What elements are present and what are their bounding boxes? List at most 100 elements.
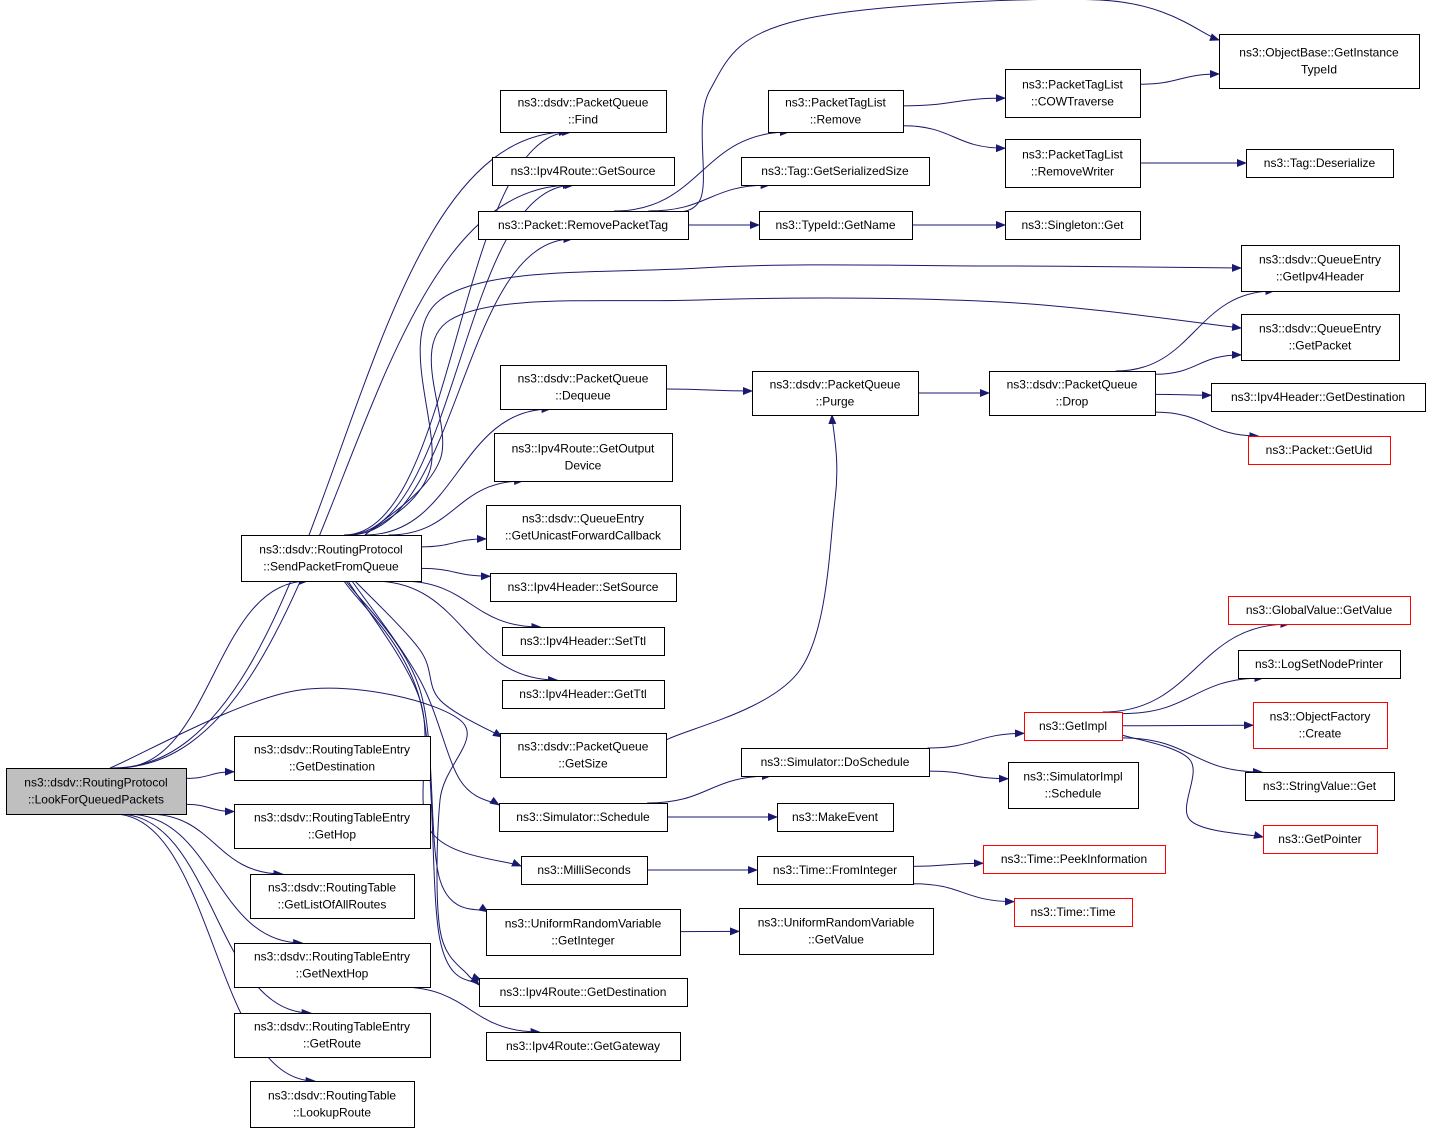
node-label: ::GetUnicastForwardCallback	[505, 529, 662, 543]
node-timePeekInfo[interactable]: ns3::Time::PeekInformation	[983, 845, 1166, 874]
node-qeGetPacket[interactable]: ns3::dsdv::QueueEntry::GetPacket	[1241, 314, 1400, 361]
node-makeEvent[interactable]: ns3::MakeEvent	[777, 803, 894, 832]
node-box	[234, 943, 431, 988]
node-box	[500, 365, 667, 410]
node-box	[6, 768, 187, 815]
node-box	[1228, 596, 1411, 625]
node-ptlRemoveWriter[interactable]: ns3::PacketTagList::RemoveWriter	[1005, 139, 1141, 188]
node-ipv4GetGateway[interactable]: ns3::Ipv4Route::GetGateway	[486, 1032, 681, 1061]
edge-root-to-rtGetListOfAllRoutes	[147, 813, 284, 878]
node-logSetNodePrinter[interactable]: ns3::LogSetNodePrinter	[1238, 650, 1401, 679]
node-label: ns3::Ipv4Route::GetDestination	[500, 985, 667, 999]
node-globalValueGetValue[interactable]: ns3::GlobalValue::GetValue	[1228, 596, 1411, 625]
node-packetGetUid[interactable]: ns3::Packet::GetUid	[1248, 436, 1391, 465]
edge-spfq-to-qeGetPacket	[364, 297, 1242, 536]
node-root[interactable]: ns3::dsdv::RoutingProtocol::LookForQueue…	[6, 768, 187, 815]
node-box	[500, 90, 667, 133]
edge-spfq-to-removePacketTag	[348, 235, 574, 536]
node-urvGetInteger[interactable]: ns3::UniformRandomVariable::GetInteger	[486, 909, 681, 956]
edge-root-to-rtLookupRoute	[113, 813, 316, 1085]
node-rteGetRoute[interactable]: ns3::dsdv::RoutingTableEntry::GetRoute	[234, 1013, 431, 1058]
edge-pqGetSize-to-pqPurge	[665, 414, 838, 741]
node-label: ::SendPacketFromQueue	[263, 560, 399, 574]
node-box	[486, 1032, 681, 1061]
node-label: ns3::Packet::GetUid	[1266, 443, 1373, 457]
node-pqDequeue[interactable]: ns3::dsdv::PacketQueue::Dequeue	[500, 365, 667, 410]
node-rteGetDestination[interactable]: ns3::dsdv::RoutingTableEntry::GetDestina…	[234, 736, 431, 781]
edge-simSchedule-to-simDoSchedule	[647, 772, 772, 804]
node-objFactoryCreate[interactable]: ns3::ObjectFactory::Create	[1253, 702, 1388, 749]
node-label: TypeId	[1301, 63, 1337, 77]
node-simDoSchedule[interactable]: ns3::Simulator::DoSchedule	[741, 748, 930, 777]
node-label: ns3::dsdv::PacketQueue	[1007, 378, 1138, 392]
node-removePacketTag[interactable]: ns3::Packet::RemovePacketTag	[478, 211, 689, 240]
edge-removePacketTag-to-ptlRemove	[614, 128, 790, 212]
node-box	[500, 733, 667, 778]
node-label: ns3::TypeId::GetName	[775, 218, 895, 232]
node-box	[741, 157, 930, 186]
edge-spfq-to-pqFind	[343, 128, 573, 536]
node-ipv4HdrGetDest[interactable]: ns3::Ipv4Header::GetDestination	[1211, 383, 1426, 412]
node-label: ::GetIpv4Header	[1276, 270, 1364, 284]
node-box	[983, 845, 1166, 874]
node-label: ns3::dsdv::PacketQueue	[518, 372, 649, 386]
node-getPointer[interactable]: ns3::GetPointer	[1263, 825, 1378, 854]
node-rtGetListOfAllRoutes[interactable]: ns3::dsdv::RoutingTable::GetListOfAllRou…	[250, 874, 415, 919]
edge-simDoSchedule-to-getImpl	[927, 729, 1025, 749]
node-ptlCow[interactable]: ns3::PacketTagList::COWTraverse	[1005, 69, 1141, 118]
node-timeFromInteger[interactable]: ns3::Time::FromInteger	[757, 856, 914, 885]
node-ipv4GetSource[interactable]: ns3::Ipv4Route::GetSource	[492, 157, 675, 186]
node-label: ::LookForQueuedPackets	[28, 793, 164, 807]
node-box	[234, 1013, 431, 1058]
node-tagDeserialize[interactable]: ns3::Tag::Deserialize	[1246, 149, 1394, 178]
edge-ptlCow-to-objBaseGetInst	[1139, 69, 1220, 85]
edge-spfq-to-ipv4HdrSetSource	[420, 567, 491, 581]
node-spfq[interactable]: ns3::dsdv::RoutingProtocol::SendPacketFr…	[241, 535, 422, 582]
node-typeIdGetName[interactable]: ns3::TypeId::GetName	[759, 211, 913, 240]
node-pqFind[interactable]: ns3::dsdv::PacketQueue::Find	[500, 90, 667, 133]
node-box	[1246, 149, 1394, 178]
node-box	[250, 1081, 415, 1128]
node-qeGetIpv4Header[interactable]: ns3::dsdv::QueueEntry::GetIpv4Header	[1241, 245, 1400, 292]
node-box	[1005, 139, 1141, 188]
node-ptlRemove[interactable]: ns3::PacketTagList::Remove	[768, 90, 904, 133]
node-box	[1241, 314, 1400, 361]
node-label: ns3::dsdv::QueueEntry	[1259, 253, 1381, 267]
node-label: ns3::dsdv::RoutingTable	[268, 881, 396, 895]
node-simImplSchedule[interactable]: ns3::SimulatorImpl::Schedule	[1008, 762, 1139, 809]
node-pqDrop[interactable]: ns3::dsdv::PacketQueue::Drop	[989, 371, 1156, 416]
node-box	[1014, 898, 1133, 927]
node-ipv4HdrSetSource[interactable]: ns3::Ipv4Header::SetSource	[490, 573, 677, 602]
node-label: ::GetHop	[308, 828, 356, 842]
node-simSchedule[interactable]: ns3::Simulator::Schedule	[499, 803, 668, 832]
edge-spfq-to-ipv4GetOutDev	[388, 477, 525, 536]
node-timeTime[interactable]: ns3::Time::Time	[1014, 898, 1133, 927]
node-box	[1238, 650, 1401, 679]
edge-simDoSchedule-to-simImplSchedule	[928, 770, 1009, 783]
node-tagGetSerSize[interactable]: ns3::Tag::GetSerializedSize	[741, 157, 930, 186]
node-ipv4HdrSetTtl[interactable]: ns3::Ipv4Header::SetTtl	[502, 627, 665, 656]
node-rteGetHop[interactable]: ns3::dsdv::RoutingTableEntry::GetHop	[234, 804, 431, 849]
node-box	[494, 433, 673, 482]
node-pqPurge[interactable]: ns3::dsdv::PacketQueue::Purge	[752, 371, 919, 416]
node-box	[989, 371, 1156, 416]
node-rteGetNextHop[interactable]: ns3::dsdv::RoutingTableEntry::GetNextHop	[234, 943, 431, 988]
node-ipv4GetDest[interactable]: ns3::Ipv4Route::GetDestination	[479, 978, 688, 1007]
node-getImpl[interactable]: ns3::GetImpl	[1024, 712, 1123, 741]
edge-root-to-rteGetNextHop	[127, 813, 304, 947]
node-stringValueGet[interactable]: ns3::StringValue::Get	[1245, 772, 1395, 801]
node-label: ns3::Tag::GetSerializedSize	[761, 164, 909, 178]
node-box	[490, 573, 677, 602]
node-singletonGet[interactable]: ns3::Singleton::Get	[1005, 211, 1141, 240]
node-label: ::GetInteger	[551, 934, 614, 948]
node-label: ::COWTraverse	[1031, 95, 1114, 109]
node-qeGetUniFwd[interactable]: ns3::dsdv::QueueEntry::GetUnicastForward…	[486, 505, 681, 550]
node-pqGetSize[interactable]: ns3::dsdv::PacketQueue::GetSize	[500, 733, 667, 778]
node-milliSeconds[interactable]: ns3::MilliSeconds	[521, 856, 648, 885]
node-urvGetValue[interactable]: ns3::UniformRandomVariable::GetValue	[739, 908, 934, 955]
node-rtLookupRoute[interactable]: ns3::dsdv::RoutingTable::LookupRoute	[250, 1081, 415, 1128]
node-ipv4HdrGetTtl[interactable]: ns3::Ipv4Header::GetTtl	[502, 680, 665, 709]
node-label: ::Drop	[1056, 395, 1089, 409]
